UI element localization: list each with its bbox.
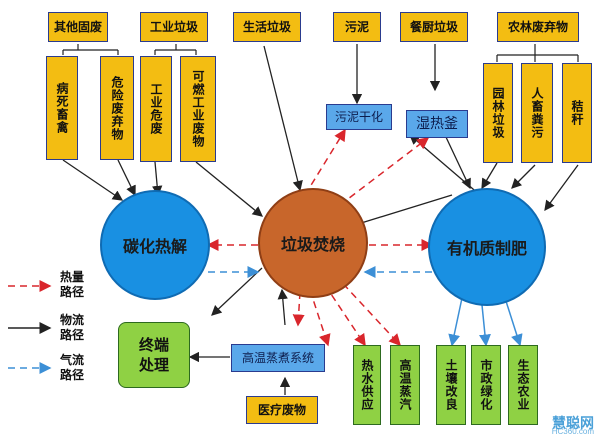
legend-material-path: 物流路径 <box>60 313 85 342</box>
output-soil-improvement: 土壤改良 <box>436 345 466 425</box>
output-ecological-agriculture: 生态农业 <box>508 345 538 425</box>
waste-straw: 秸秆 <box>562 63 592 163</box>
header-brackets <box>62 44 579 62</box>
terminal-treatment: 终端处理 <box>118 322 190 388</box>
waste-manure: 人畜粪污 <box>521 63 553 163</box>
fertilizer-outputs <box>448 297 523 347</box>
waste-dead-livestock: 病死畜禽 <box>46 56 78 160</box>
header-other-solid-waste: 其他固废 <box>48 12 108 42</box>
header-industrial-waste: 工业垃圾 <box>140 12 208 42</box>
output-high-temp-steam: 高温蒸汽 <box>390 345 420 425</box>
legend-gas-path: 气流路径 <box>60 353 85 382</box>
legend-lines <box>8 280 52 374</box>
header-domestic-waste: 生活垃圾 <box>233 12 301 42</box>
process-high-temp-cooking: 高温蒸煮系统 <box>231 344 325 372</box>
header-sludge: 污泥 <box>333 12 381 42</box>
hub-carbonization-pyrolysis: 碳化热解 <box>100 190 210 300</box>
waste-hazardous: 危险废弃物 <box>100 56 134 160</box>
hub-organic-fertilizer: 有机质制肥 <box>428 188 546 306</box>
waste-garden: 园林垃圾 <box>483 63 513 163</box>
output-municipal-greening: 市政绿化 <box>471 345 501 425</box>
input-medical-waste: 医疗废物 <box>246 396 318 424</box>
header-agri-forestry-waste: 农林废弃物 <box>497 12 579 42</box>
waste-industrial-hazardous: 工业危废 <box>140 56 172 162</box>
watermark-logo: 慧聪网 HC360.com <box>551 415 594 436</box>
output-hot-water-supply: 热水供应 <box>353 345 381 425</box>
process-sludge-drying: 污泥干化 <box>326 104 392 130</box>
header-kitchen-waste: 餐厨垃圾 <box>400 12 468 42</box>
legend-heat-path: 热量路径 <box>60 270 85 299</box>
waste-combustible-industrial: 可燃工业废物 <box>180 56 216 162</box>
process-wet-heat-kettle: 湿热釜 <box>406 110 468 138</box>
hub-waste-incineration: 垃圾焚烧 <box>258 188 368 298</box>
